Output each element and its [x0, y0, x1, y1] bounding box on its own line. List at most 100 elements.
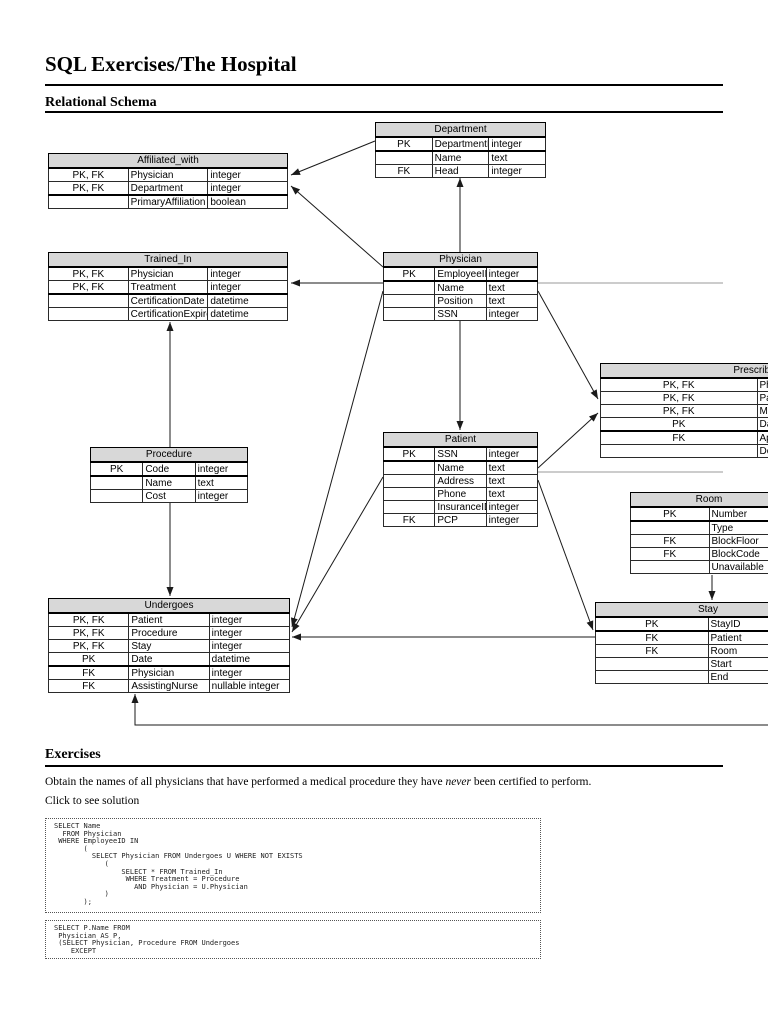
entity-title: Procedure — [90, 447, 248, 463]
key-cell — [630, 520, 710, 535]
arrowhead-procedure-trained-in — [166, 322, 174, 331]
field-cell: Unavailable — [708, 560, 768, 574]
field-cell: Patient — [128, 612, 210, 627]
type-cell: text — [485, 294, 539, 308]
attribute-row: Dose — [600, 444, 768, 458]
attribute-row: PKEmployeeIDinteger — [382, 266, 539, 282]
key-cell: FK — [375, 164, 433, 178]
field-cell: Name — [434, 460, 487, 475]
key-cell: PK — [630, 506, 710, 522]
field-cell: Physician — [127, 167, 209, 182]
field-cell: Name — [142, 475, 196, 490]
type-cell: text — [488, 150, 546, 165]
key-cell — [600, 444, 758, 458]
type-cell: integer — [485, 446, 539, 462]
key-cell: FK — [595, 630, 709, 645]
schema-divider — [45, 111, 723, 113]
field-cell: Room — [707, 644, 768, 658]
type-cell: integer — [485, 500, 539, 514]
arrowhead-physician-patient — [456, 421, 464, 430]
key-cell: PK — [382, 266, 436, 282]
field-cell: Treatment — [127, 280, 209, 295]
attribute-row: CertificationExpiresdatetime — [48, 307, 288, 321]
key-cell — [382, 460, 436, 475]
field-cell: Medication — [756, 404, 768, 418]
key-cell: FK — [630, 534, 710, 548]
field-cell: Type — [708, 520, 768, 535]
entity-table-physician: PhysicianPKEmployeeIDintegerNametextPosi… — [382, 252, 539, 321]
entity-title: Patient — [383, 432, 538, 448]
attribute-row: End — [595, 670, 768, 684]
entity-title: Physician — [383, 252, 538, 268]
field-cell: Code — [142, 461, 196, 477]
key-cell: FK — [382, 513, 436, 527]
field-cell: Date — [128, 652, 210, 667]
type-cell: integer — [207, 280, 288, 295]
field-cell: Name — [434, 280, 487, 295]
connection-physician-undergoes — [291, 290, 384, 628]
type-cell: integer — [194, 489, 249, 503]
type-cell: integer — [194, 461, 249, 477]
key-cell — [382, 474, 436, 488]
attribute-row: FKAppointment — [600, 430, 768, 445]
connection-physician-affiliated-with — [290, 185, 384, 268]
key-cell — [382, 307, 436, 321]
sql-code-block-1: SELECT Name FROM Physician WHERE Employe… — [45, 818, 541, 913]
field-cell: DepartmentID — [431, 136, 490, 152]
field-cell: BlockFloor — [708, 534, 768, 548]
field-cell: EmployeeID — [434, 266, 487, 282]
key-cell — [630, 560, 710, 574]
field-cell: Cost — [142, 489, 196, 503]
type-cell: datetime — [207, 293, 288, 308]
field-cell: StayID — [707, 616, 768, 632]
entity-table-department: DepartmentPKDepartmentIDintegerNametextF… — [375, 122, 546, 178]
section-heading-relational-schema: Relational Schema — [45, 95, 157, 110]
arrowhead-physician-undergoes — [290, 617, 298, 627]
field-cell: Dose — [756, 444, 768, 458]
field-cell: Date — [756, 417, 768, 432]
connection-physician-prescribes — [537, 290, 599, 400]
key-cell — [89, 475, 144, 490]
field-cell: Patient — [756, 391, 768, 405]
type-cell: boolean — [207, 194, 288, 209]
key-cell: PK, FK — [47, 639, 130, 653]
key-cell — [48, 307, 129, 321]
field-cell: SSN — [434, 446, 487, 462]
connection-nurse-undergoes — [134, 694, 768, 726]
type-cell: text — [485, 460, 539, 475]
type-cell: nullable integer — [208, 679, 291, 693]
field-cell: Patient — [707, 630, 768, 645]
entity-title: Affiliated_with — [48, 153, 288, 169]
field-cell: Physician — [128, 665, 210, 680]
arrowhead-physician-affiliated-with — [291, 186, 301, 195]
key-cell — [595, 657, 709, 671]
solution-link[interactable]: Click to see solution — [45, 795, 140, 807]
key-cell — [48, 293, 129, 308]
field-cell: Appointment — [756, 430, 768, 445]
type-cell: integer — [207, 266, 288, 281]
exercise-text-pre: Obtain the names of all physicians that … — [45, 776, 446, 788]
arrowhead-department-affiliated-with — [291, 168, 301, 175]
field-cell: Head — [431, 164, 490, 178]
arrowhead-physician-trained-in — [291, 279, 300, 287]
key-cell: PK, FK — [48, 181, 129, 196]
key-cell: PK, FK — [47, 612, 130, 627]
